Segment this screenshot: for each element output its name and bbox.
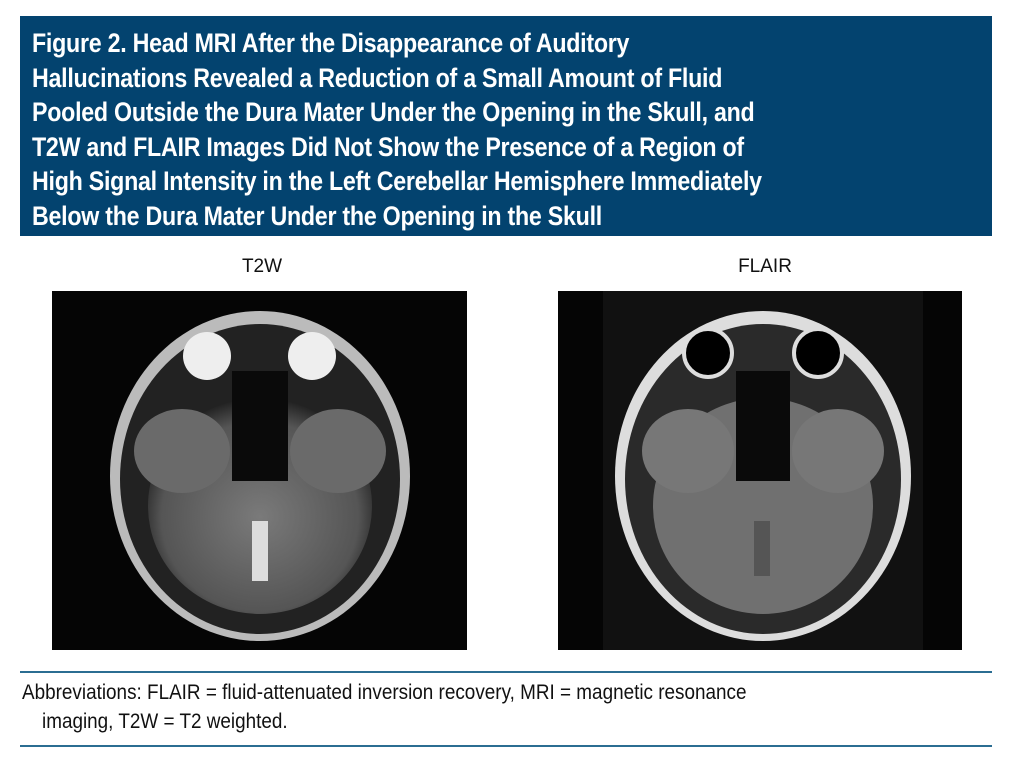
panel-label-t2w: T2W <box>241 256 283 277</box>
title-line: High Signal Intensity in the Left Cerebe… <box>32 166 762 196</box>
title-line: Hallucinations Revealed a Reduction of a… <box>32 62 723 93</box>
bottom-rule <box>20 745 992 747</box>
abbreviations-line-2: imaging, T2W = T2 weighted. <box>42 710 288 733</box>
title-line: Pooled Outside the Dura Mater Under the … <box>32 97 755 127</box>
figure-title-box: Figure 2. Head MRI After the Disappearan… <box>20 16 992 236</box>
mri-image-t2w <box>52 291 467 650</box>
mri-image-flair <box>558 291 962 650</box>
top-rule <box>20 671 992 673</box>
panel-label-flair: FLAIR <box>738 256 792 277</box>
title-line: Figure 2. Head MRI After the Disappearan… <box>32 28 630 58</box>
abbreviations-line-1: Abbreviations: FLAIR = fluid-attenuated … <box>22 681 747 704</box>
title-line: T2W and FLAIR Images Did Not Show the Pr… <box>32 131 744 162</box>
title-line: Below the Dura Mater Under the Opening i… <box>32 200 602 231</box>
